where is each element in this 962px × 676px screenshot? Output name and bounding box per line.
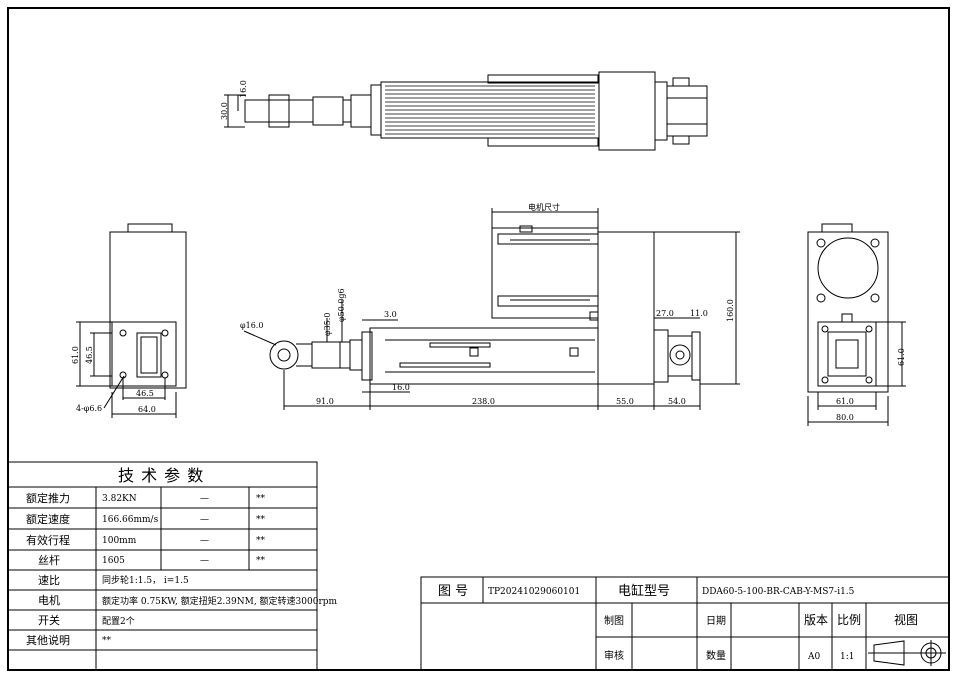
dim-motor-size: 电机尺寸: [528, 202, 560, 212]
dim-left-61: 61.0: [71, 346, 80, 364]
dim-left-46-5-v: 46.5: [85, 346, 94, 364]
dim-main-27: 27.0: [656, 309, 674, 318]
title-model: DDA60-5-100-BR-CAB-Y-MS7-i1.5: [702, 587, 855, 597]
spec-value-ratio: 同步轮1:1.5， i=1.5: [102, 574, 189, 586]
dim-left-64: 64.0: [138, 405, 156, 414]
dim-main-3: 3.0: [384, 310, 397, 319]
title-block: [420, 576, 950, 671]
spec-c3-rated-speed: **: [256, 515, 266, 525]
spec-label-stroke: 有效行程: [26, 533, 70, 547]
title-scale: 1:1: [840, 652, 854, 662]
spec-c2-rated-speed: —: [200, 515, 209, 525]
spec-table-title: 技 术 参 数: [118, 466, 204, 485]
dim-main-11: 11.0: [690, 309, 708, 318]
spec-c3-rated-thrust: **: [256, 494, 266, 504]
dim-right-61-v: 61.0: [897, 348, 906, 366]
dim-main-160: 160.0: [726, 299, 735, 322]
dim-top-16: 16.0: [239, 80, 248, 98]
title-model-label: 电缸型号: [618, 583, 670, 599]
dim-top-30: 30.0: [220, 102, 229, 120]
right-view: [807, 223, 906, 426]
dim-main-238: 238.0: [472, 397, 495, 406]
dim-main-phi16: φ16.0: [240, 321, 263, 330]
spec-value-screw: 1605: [102, 556, 125, 566]
spec-value-stroke: 100mm: [102, 536, 137, 546]
projection-symbol-icon: [868, 640, 946, 666]
title-drawing-no-label: 图 号: [438, 584, 468, 599]
main-view: [243, 208, 740, 410]
title-drawing-no: TP20241029060101: [488, 587, 580, 597]
dim-main-91: 91.0: [316, 397, 334, 406]
dim-right-80: 80.0: [836, 413, 854, 422]
spec-value-rated-speed: 166.66mm/s: [102, 515, 159, 525]
spec-label-switch: 开关: [38, 613, 60, 627]
spec-c2-stroke: —: [200, 536, 209, 546]
spec-table: [7, 461, 318, 671]
title-version-label: 版本: [804, 613, 828, 627]
dim-right-61-h: 61.0: [836, 397, 854, 406]
dim-left-46-5-h: 46.5: [136, 389, 154, 398]
title-scale-label: 比例: [837, 613, 861, 627]
dim-main-16: 16.0: [392, 383, 410, 392]
dim-left-holes: 4-φ6.6: [76, 404, 102, 413]
dim-main-phi35: φ35.0: [323, 313, 332, 336]
left-view: [76, 223, 187, 418]
spec-label-screw: 丝杆: [38, 553, 60, 567]
title-drawn-label: 制图: [604, 614, 624, 627]
spec-value-motor: 额定功率 0.75KW, 额定扭矩2.39NM, 额定转速3000rpm: [102, 595, 338, 607]
title-version: A0: [807, 652, 820, 662]
spec-label-rated-speed: 额定速度: [26, 512, 70, 526]
title-view-label: 视图: [894, 612, 918, 627]
spec-value-switch: 配置2个: [102, 616, 135, 627]
title-qty-label: 数量: [706, 649, 726, 662]
spec-label-other: 其他说明: [26, 633, 70, 647]
spec-value-other: **: [102, 636, 112, 646]
spec-label-ratio: 速比: [38, 574, 60, 587]
spec-c2-rated-thrust: —: [200, 494, 209, 504]
dim-main-54: 54.0: [668, 397, 686, 406]
spec-c3-screw: **: [256, 556, 266, 566]
spec-value-rated-thrust: 3.82KN: [102, 494, 137, 504]
dim-main-phi50: φ50.0g6: [337, 288, 346, 322]
title-review-label: 审核: [604, 649, 624, 662]
title-date-label: 日期: [706, 615, 726, 627]
spec-label-motor: 电机: [38, 593, 60, 607]
top-view: [224, 71, 708, 151]
spec-c2-screw: —: [200, 556, 209, 566]
spec-label-rated-thrust: 额定推力: [26, 491, 70, 505]
spec-c3-stroke: **: [256, 536, 266, 546]
dim-main-55: 55.0: [616, 397, 634, 406]
